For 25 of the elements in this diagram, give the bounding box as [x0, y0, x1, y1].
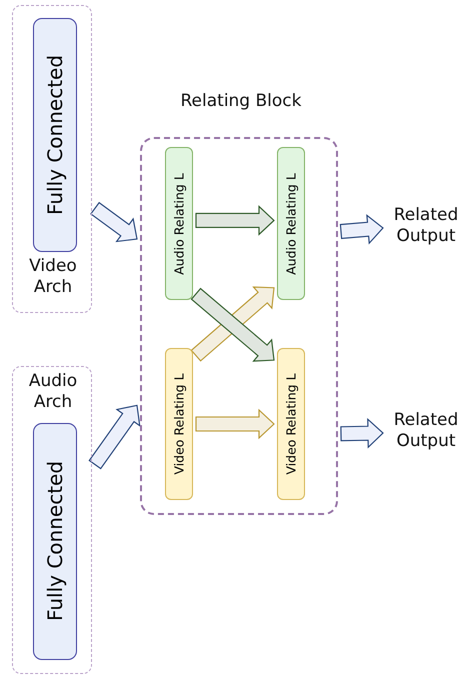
layer-box	[165, 348, 193, 500]
layer-label: Audio Relating L	[284, 172, 298, 274]
layer-box	[32, 18, 77, 252]
container-title: Audio Arch	[28, 371, 78, 414]
output-label: Related Output	[392, 205, 460, 248]
block-arrow	[90, 202, 138, 242]
block-arrow	[340, 418, 384, 449]
module-container	[12, 5, 92, 313]
module-container	[12, 366, 92, 674]
output-label: Related Output	[392, 410, 460, 452]
layer-box	[277, 348, 305, 500]
layer-label: Fully Connected	[42, 461, 67, 622]
layer-box	[277, 147, 305, 300]
block-arrow	[195, 408, 275, 440]
layer-box	[165, 147, 193, 300]
block-arrow	[88, 404, 140, 470]
container-title: Relating Block	[180, 91, 302, 112]
layer-label: Fully Connected	[42, 54, 67, 215]
layer-label: Video Relating L	[284, 373, 298, 475]
layer-box	[32, 422, 77, 660]
layer-label: Video Relating L	[172, 373, 186, 475]
block-arrow	[340, 214, 384, 244]
container-title: Video Arch	[28, 256, 78, 298]
layer-label: Audio Relating L	[172, 172, 186, 274]
block-arrow	[195, 205, 275, 236]
